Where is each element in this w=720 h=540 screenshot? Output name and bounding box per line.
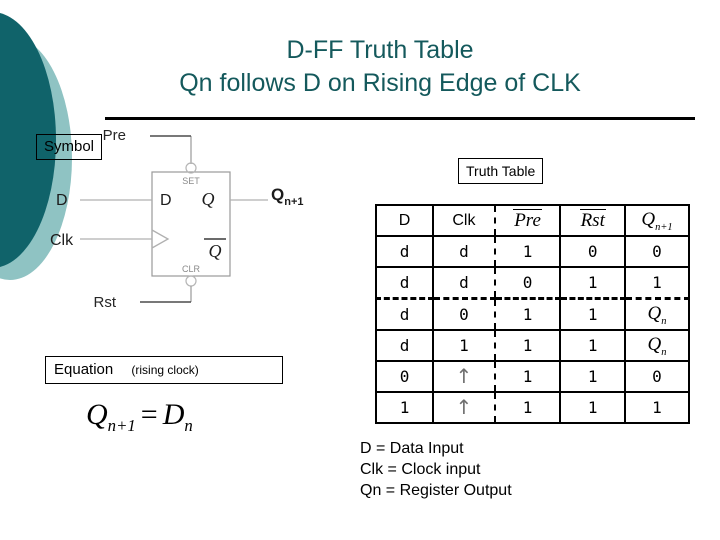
cell-pre: 1	[493, 391, 562, 424]
cell-rst: 1	[559, 297, 626, 331]
cell-clk: d	[432, 266, 496, 300]
q-output-label: Qn+1	[271, 185, 304, 208]
equation-lhs: Qn+1	[86, 398, 136, 435]
header-cell-d: D	[374, 204, 435, 237]
box-qbar-label: Q	[209, 241, 222, 261]
rising-edge-icon: ↑	[455, 364, 473, 388]
rising-edge-icon: ↑	[455, 395, 473, 419]
cell-qnext: 0	[624, 235, 690, 268]
box-set-label: SET	[182, 176, 200, 186]
slide-title: D-FF Truth Table Qn follows D on Rising …	[60, 34, 700, 100]
d-flipflop-symbol-diagram: Pre Rst D Clk D SET CLR Q Q Qn+1	[30, 112, 340, 312]
box-q-label: Q	[202, 189, 215, 209]
clock-edge-triangle	[151, 229, 170, 249]
cell-qnext: Qn	[624, 329, 690, 362]
d-input-label: D	[56, 192, 68, 209]
box-d-label: D	[160, 192, 172, 209]
cell-qnext: 1	[624, 266, 690, 300]
header-cell-qnext: Qn+1	[624, 204, 690, 237]
equation-label-text: Equation	[54, 361, 114, 378]
box-clr-label: CLR	[182, 264, 201, 274]
cell-qnext: 1	[624, 391, 690, 424]
legend-line-1: D = Data Input	[360, 440, 464, 457]
cell-pre: 1	[493, 360, 562, 393]
cell-qnext: Qn	[624, 297, 690, 331]
pre-label: Pre	[103, 127, 126, 144]
rst-label: Rst	[94, 294, 117, 311]
header-cell-rst: Rst	[559, 204, 626, 237]
cell-pre: 1	[493, 235, 562, 268]
header-cell-pre: Pre	[493, 204, 562, 237]
legend-line-2: Clk = Clock input	[360, 461, 481, 478]
header-cell-clk: Clk	[432, 204, 496, 237]
cell-d: d	[374, 297, 435, 331]
title-line-1: D-FF Truth Table	[286, 36, 474, 64]
cell-clk: 0	[432, 297, 496, 331]
symbol-label-box: Symbol	[36, 134, 103, 160]
symbol-label-text: Symbol	[44, 138, 95, 155]
equation-rhs: Dn	[162, 398, 193, 435]
cell-rst: 1	[559, 391, 626, 424]
cell-d: 1	[374, 391, 435, 424]
equation-operator: =	[140, 398, 158, 431]
legend-line-3: Qn = Register Output	[360, 482, 512, 499]
rst-inversion-bubble	[185, 275, 197, 287]
equation-note-text: (rising clock)	[131, 363, 199, 377]
legend-block: D = Data Input Clk = Clock input Qn = Re…	[360, 438, 512, 501]
cell-pre: 1	[493, 329, 562, 362]
cell-rst: 0	[559, 235, 626, 268]
cell-rst: 1	[559, 360, 626, 393]
title-divider-rule	[105, 117, 695, 120]
cell-d: d	[374, 329, 435, 362]
clk-input-label: Clk	[50, 232, 74, 249]
truth-table-label-box: Truth Table	[458, 158, 544, 184]
cell-rst: 1	[559, 329, 626, 362]
cell-clk: d	[432, 235, 496, 268]
cell-rst: 1	[559, 266, 626, 300]
cell-qnext: 0	[624, 360, 690, 393]
cell-d: d	[374, 235, 435, 268]
truth-table-label-text: Truth Table	[466, 163, 536, 179]
title-line-2: Qn follows D on Rising Edge of CLK	[179, 69, 581, 97]
cell-d: 0	[374, 360, 435, 393]
cell-clk: ↑	[432, 391, 496, 424]
cell-clk: 1	[432, 329, 496, 362]
cell-clk: ↑	[432, 360, 496, 393]
equation-label-box: Equation (rising clock)	[45, 356, 283, 384]
pre-inversion-bubble	[185, 162, 197, 174]
cell-d: d	[374, 266, 435, 300]
flipflop-svg: Pre Rst D Clk D SET CLR Q Q Qn+1	[50, 127, 304, 311]
equation-expression: Qn+1=Dn	[86, 398, 193, 436]
cell-pre: 1	[493, 297, 562, 331]
cell-pre: 0	[493, 266, 562, 300]
